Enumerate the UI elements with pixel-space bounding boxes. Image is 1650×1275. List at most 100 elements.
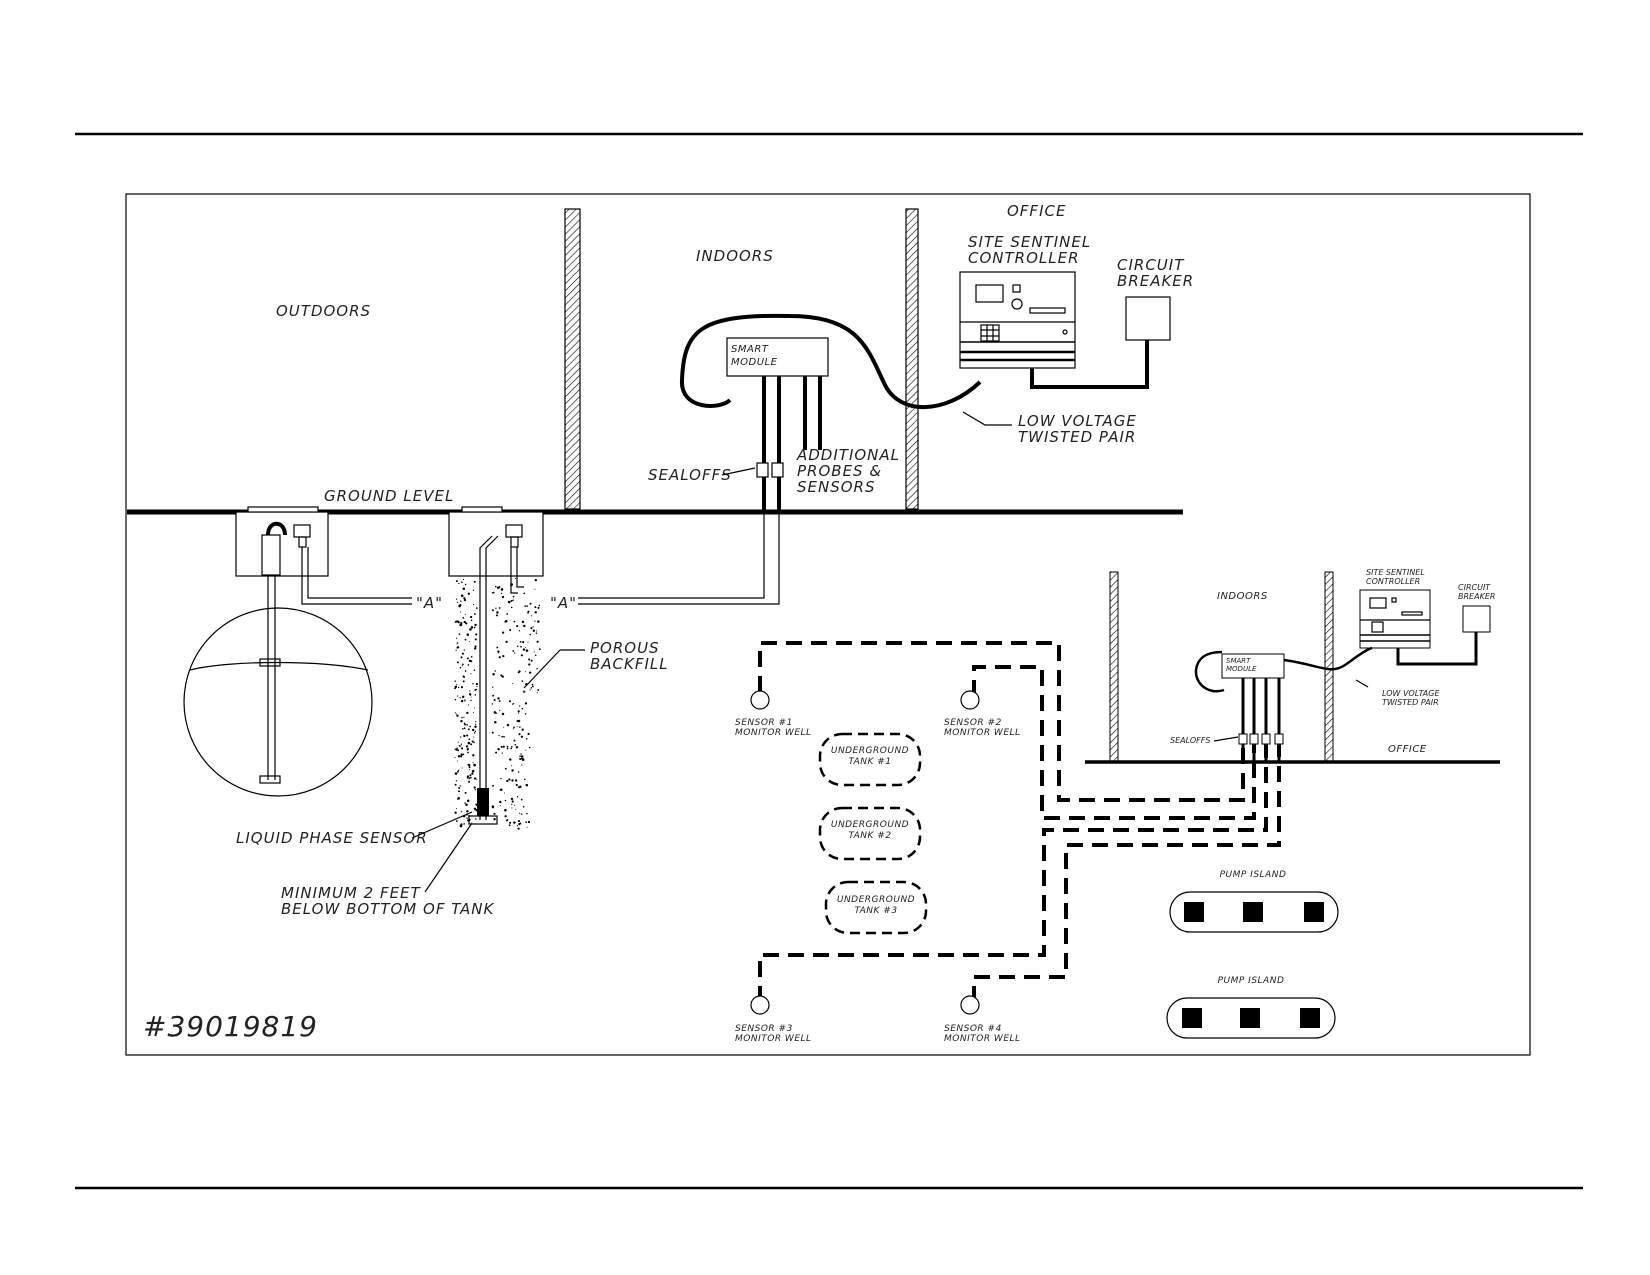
sensor-2-well xyxy=(960,690,980,710)
inset-breaker-label-1: CIRCUIT xyxy=(1458,583,1491,592)
inset-wall-left xyxy=(1109,571,1119,763)
sensor-3-label-1: SENSOR #3 xyxy=(735,1024,793,1034)
pump-island-1-label: PUMP ISLAND xyxy=(1220,870,1287,880)
conduit-stub-1 xyxy=(510,547,518,594)
twisted-pair-cable xyxy=(679,313,982,410)
a-marker-2: "A" xyxy=(550,594,577,612)
liquid-phase-leader xyxy=(411,811,473,839)
sensor-3-well xyxy=(750,995,770,1015)
inset-sealoffs-leader xyxy=(1213,736,1239,742)
pump-1b xyxy=(1243,902,1263,922)
inset-module-label-2: MODULE xyxy=(1226,665,1257,673)
breaker-label-2: BREAKER xyxy=(1117,272,1194,290)
additional-label-1: ADDITIONAL xyxy=(796,446,900,464)
conduit-a-left-1 xyxy=(301,547,412,605)
sealoffs-label: SEALOFFS xyxy=(648,466,732,484)
pump-1a xyxy=(1184,902,1204,922)
sealoff-fittings xyxy=(756,462,784,478)
porous-label-2: BACKFILL xyxy=(590,655,669,673)
ground-level-label: GROUND LEVEL xyxy=(324,487,454,505)
sensor-2-label-1: SENSOR #2 xyxy=(944,718,1002,728)
porous-backfill xyxy=(454,577,541,830)
underground-tank-2 xyxy=(818,806,922,861)
porous-label-1: POROUS xyxy=(590,639,660,657)
wall-outdoor-indoor xyxy=(564,208,581,510)
sensor-3-cable xyxy=(758,738,1268,1002)
module-label-1: SMART xyxy=(731,344,769,355)
porous-leader-b xyxy=(523,649,561,689)
conduit-a-right-1 xyxy=(578,512,780,605)
inset-indoors-label: INDOORS xyxy=(1217,591,1268,602)
sensor-manhole xyxy=(448,506,544,577)
minimum-leader xyxy=(424,822,473,893)
pump-1c xyxy=(1304,902,1324,922)
monitor-well xyxy=(468,576,498,825)
underground-tank-1 xyxy=(818,732,922,787)
inset-controller-label-1: SITE SENTINEL xyxy=(1366,568,1425,577)
sensor-2-label-2: MONITOR WELL xyxy=(944,728,1021,738)
liquid-phase-label: LIQUID PHASE SENSOR xyxy=(236,829,428,847)
sensor-4-label-2: MONITOR WELL xyxy=(944,1034,1021,1044)
conduit-stub-2 xyxy=(516,547,524,588)
wall-indoor-office xyxy=(905,208,919,510)
sensor-1-cable xyxy=(758,641,1245,802)
drawing-number: #39019819 xyxy=(143,1010,318,1043)
tank-3-label-2: TANK #3 xyxy=(854,906,897,916)
pump-island-2-label: PUMP ISLAND xyxy=(1218,976,1285,986)
sensor-1-label-2: MONITOR WELL xyxy=(735,728,812,738)
inset-breaker-cable xyxy=(1396,632,1478,666)
inset-twisted-pair xyxy=(1194,646,1373,693)
inset-sealoffs-label: SEALOFFS xyxy=(1170,736,1210,745)
lv-label-1: LOW VOLTAGE xyxy=(1018,412,1137,430)
inset-module-label-1: SMART xyxy=(1226,657,1251,665)
breaker-cable xyxy=(1030,340,1149,389)
sensor-4-well xyxy=(960,995,980,1015)
controller-label-2: CONTROLLER xyxy=(968,249,1080,267)
sensor-4-cable xyxy=(972,738,1281,1002)
inset-lv-label-2: TWISTED PAIR xyxy=(1382,698,1439,707)
minimum-label-2: BELOW BOTTOM OF TANK xyxy=(281,900,494,918)
underground-tank-3 xyxy=(824,880,928,935)
inset-controller xyxy=(1359,589,1431,649)
inset-lv-label-1: LOW VOLTAGE xyxy=(1382,689,1440,698)
outdoors-label: OUTDOORS xyxy=(276,302,371,320)
tank-1-label-2: TANK #1 xyxy=(848,757,891,767)
tank-3-label-1: UNDERGROUND xyxy=(837,895,915,905)
tank-2-label-2: TANK #2 xyxy=(848,831,891,841)
drawing-frame xyxy=(125,193,1531,1056)
sensor-1-label-1: SENSOR #1 xyxy=(735,718,793,728)
indoors-label: INDOORS xyxy=(696,247,774,265)
inset-wall-right xyxy=(1324,571,1334,763)
inset-sealoff-fittings xyxy=(1238,733,1284,745)
inset-controller-label-2: CONTROLLER xyxy=(1366,577,1420,586)
conduit-a-left-2 xyxy=(307,547,412,599)
lv-leader xyxy=(962,411,1012,426)
inset-breaker-label-2: BREAKER xyxy=(1458,592,1495,601)
a-marker-1: "A" xyxy=(416,594,443,612)
module-label-2: MODULE xyxy=(731,357,778,368)
office-label: OFFICE xyxy=(1007,202,1066,220)
conduit-a-right-2 xyxy=(578,512,765,599)
tank-manhole xyxy=(235,506,329,577)
sealoffs-leader xyxy=(721,467,756,476)
controller-label-1: SITE SENTINEL xyxy=(968,233,1091,251)
tank-1-label-1: UNDERGROUND xyxy=(831,746,909,756)
circuit-breaker xyxy=(1125,296,1171,341)
breaker-label-1: CIRCUIT xyxy=(1117,256,1185,274)
minimum-label-1: MINIMUM 2 FEET xyxy=(281,884,422,902)
pump-2b xyxy=(1240,1008,1260,1028)
inset-lv-leader xyxy=(1355,679,1369,688)
pump-2c xyxy=(1300,1008,1320,1028)
inset-circuit-breaker xyxy=(1462,605,1491,633)
additional-label-2: PROBES & xyxy=(797,462,882,480)
sensor-3-label-2: MONITOR WELL xyxy=(735,1034,812,1044)
inset-office-label: OFFICE xyxy=(1388,744,1427,755)
sensor-1-well xyxy=(750,690,770,710)
site-sentinel-controller xyxy=(959,271,1076,369)
tank-2-label-1: UNDERGROUND xyxy=(831,820,909,830)
underground-tank xyxy=(183,575,373,797)
additional-label-3: SENSORS xyxy=(797,478,876,496)
lv-label-2: TWISTED PAIR xyxy=(1018,428,1136,446)
sensor-4-label-1: SENSOR #4 xyxy=(944,1024,1002,1034)
